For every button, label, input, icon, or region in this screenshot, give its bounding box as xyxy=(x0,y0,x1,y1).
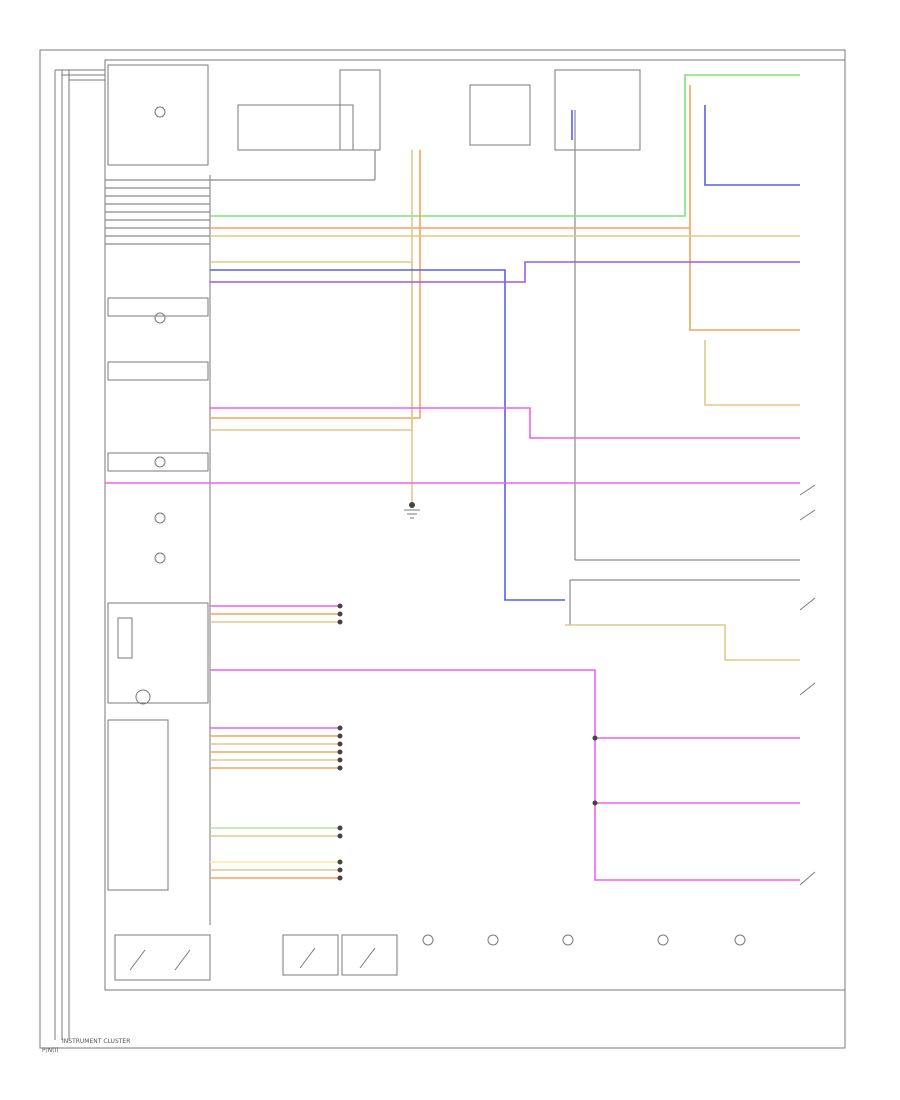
outer-frame xyxy=(39,49,846,1049)
left-modules xyxy=(107,64,209,891)
magenta-wires xyxy=(105,407,800,881)
cluster-label: INSTRUMENT CLUSTER xyxy=(62,1038,130,1045)
corner-mark: P/N(I) xyxy=(42,1047,59,1054)
tan-wires xyxy=(210,150,800,661)
cluster-frame xyxy=(104,59,846,991)
left-bus-lines xyxy=(54,69,105,1040)
right-switches xyxy=(799,484,816,886)
ground-symbol xyxy=(404,509,420,519)
green-wire xyxy=(210,74,800,217)
blue-wires xyxy=(210,105,800,601)
top-modules xyxy=(237,69,641,151)
gray-wires xyxy=(105,110,800,625)
purple-wire xyxy=(210,261,800,283)
bottom-modules xyxy=(114,934,746,981)
lower-harness-wires xyxy=(210,613,340,879)
connector-dots xyxy=(337,502,598,881)
orange-wires xyxy=(210,85,800,419)
